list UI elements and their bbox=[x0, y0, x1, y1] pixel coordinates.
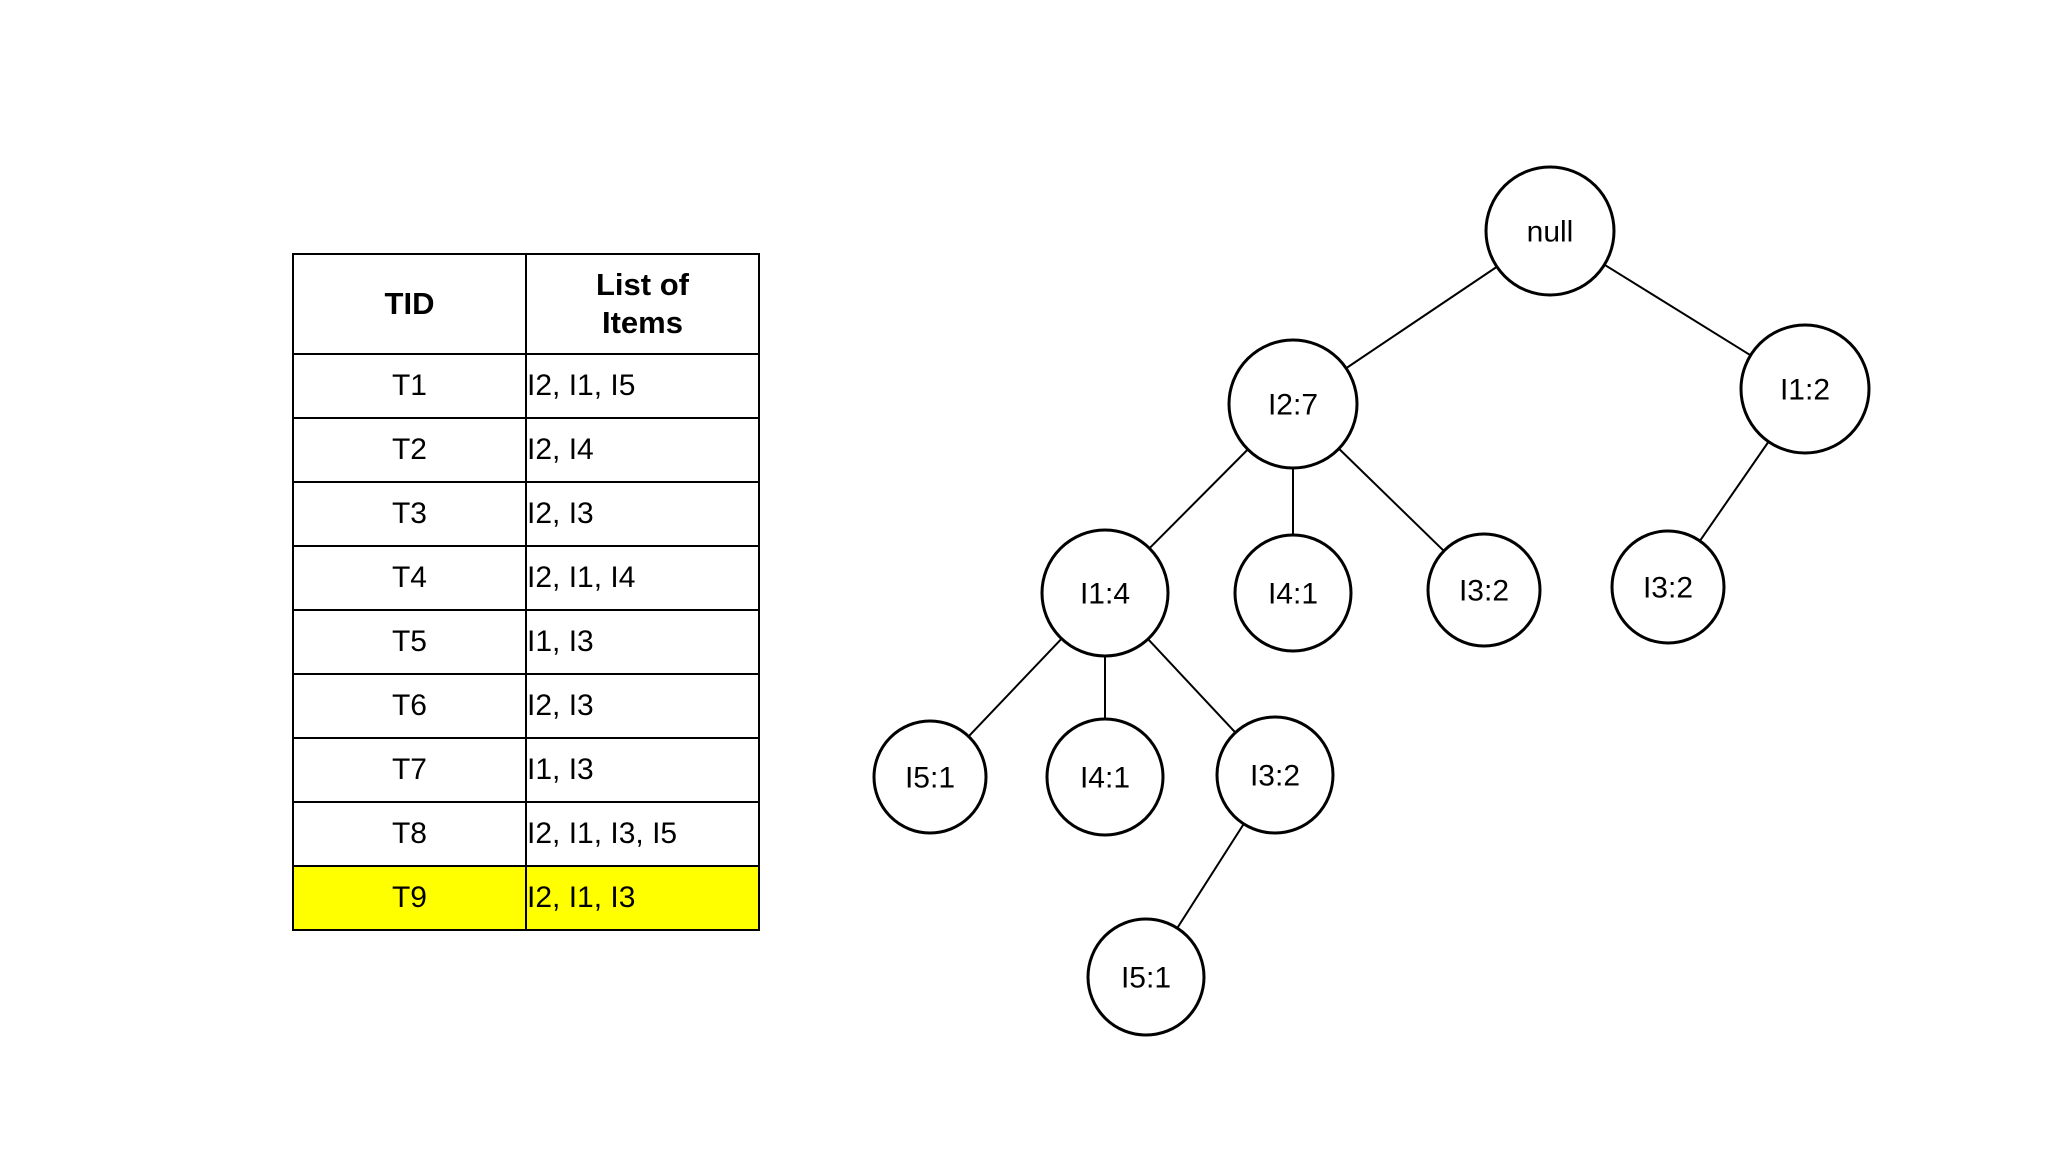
tree-edge bbox=[1338, 447, 1445, 552]
cell-item-list: I2, I1, I3 bbox=[525, 865, 760, 931]
node-label: I4:1 bbox=[1080, 762, 1130, 795]
cell-item-list: I2, I1, I3, I5 bbox=[525, 801, 760, 867]
node-circle bbox=[1215, 715, 1335, 835]
tree-node-root[interactable]: null bbox=[1484, 165, 1616, 297]
header-row: TID List of Items bbox=[292, 253, 760, 355]
tree-node-i5_1b[interactable]: I5:1 bbox=[1086, 917, 1206, 1037]
tree-node-i1_2[interactable]: I1:2 bbox=[1739, 323, 1871, 455]
node-label: I3:2 bbox=[1459, 575, 1509, 608]
cell-tid: T4 bbox=[292, 545, 527, 611]
tree-edge bbox=[1345, 265, 1498, 370]
node-label: I5:1 bbox=[1121, 962, 1171, 995]
tree-edge bbox=[1603, 263, 1752, 357]
node-label: I3:2 bbox=[1250, 760, 1300, 793]
column-header-tid: TID bbox=[292, 253, 527, 355]
cell-tid: T1 bbox=[292, 353, 527, 419]
column-header-list-of-items: List of Items bbox=[525, 253, 760, 355]
cell-tid: T8 bbox=[292, 801, 527, 867]
node-circle bbox=[1739, 323, 1871, 455]
tree-node-i1_4[interactable]: I1:4 bbox=[1040, 528, 1170, 658]
node-circle bbox=[1040, 528, 1170, 658]
column-header-items-line1: List of bbox=[596, 267, 689, 303]
cell-tid: T6 bbox=[292, 673, 527, 739]
cell-tid: T7 bbox=[292, 737, 527, 803]
tree-edge bbox=[1176, 823, 1245, 929]
node-label: I2:7 bbox=[1268, 389, 1318, 422]
tree-edge bbox=[1147, 638, 1237, 734]
cell-item-list: I2, I3 bbox=[525, 481, 760, 547]
node-circle bbox=[1484, 165, 1616, 297]
table-header: TID List of Items bbox=[292, 253, 760, 355]
node-circle bbox=[1086, 917, 1206, 1037]
cell-item-list: I2, I1, I5 bbox=[525, 353, 760, 419]
cell-tid: T5 bbox=[292, 609, 527, 675]
tree-node-i4_1b[interactable]: I4:1 bbox=[1045, 717, 1165, 837]
node-circle bbox=[1045, 717, 1165, 837]
tree-edge bbox=[967, 637, 1063, 738]
tree-edge bbox=[1699, 441, 1770, 542]
tree-node-i3_2b[interactable]: I3:2 bbox=[1215, 715, 1335, 835]
tree-node-i2_7[interactable]: I2:7 bbox=[1227, 338, 1359, 470]
node-label: I1:2 bbox=[1780, 374, 1830, 407]
tree-node-i3_2a[interactable]: I3:2 bbox=[1426, 532, 1542, 648]
node-label: I5:1 bbox=[905, 762, 955, 795]
cell-item-list: I1, I3 bbox=[525, 609, 760, 675]
cell-item-list: I2, I1, I4 bbox=[525, 545, 760, 611]
column-header-items-line2: Items bbox=[602, 305, 683, 340]
node-circle bbox=[1227, 338, 1359, 470]
node-circle bbox=[1233, 533, 1353, 653]
node-circle bbox=[1610, 529, 1726, 645]
node-label: I4:1 bbox=[1268, 578, 1318, 611]
cell-item-list: I2, I3 bbox=[525, 673, 760, 739]
node-label: I3:2 bbox=[1643, 572, 1693, 605]
tree-node-i4_1a[interactable]: I4:1 bbox=[1233, 533, 1353, 653]
node-circle bbox=[872, 719, 988, 835]
cell-item-list: I2, I4 bbox=[525, 417, 760, 483]
cell-tid: T9 bbox=[292, 865, 527, 931]
node-circle bbox=[1426, 532, 1542, 648]
node-label: null bbox=[1527, 216, 1574, 249]
cell-item-list: I1, I3 bbox=[525, 737, 760, 803]
cell-tid: T2 bbox=[292, 417, 527, 483]
tree-node-i5_1a[interactable]: I5:1 bbox=[872, 719, 988, 835]
cell-tid: T3 bbox=[292, 481, 527, 547]
tree-edge bbox=[1148, 448, 1249, 550]
node-label: I1:4 bbox=[1080, 578, 1130, 611]
tree-node-i3_2r[interactable]: I3:2 bbox=[1610, 529, 1726, 645]
